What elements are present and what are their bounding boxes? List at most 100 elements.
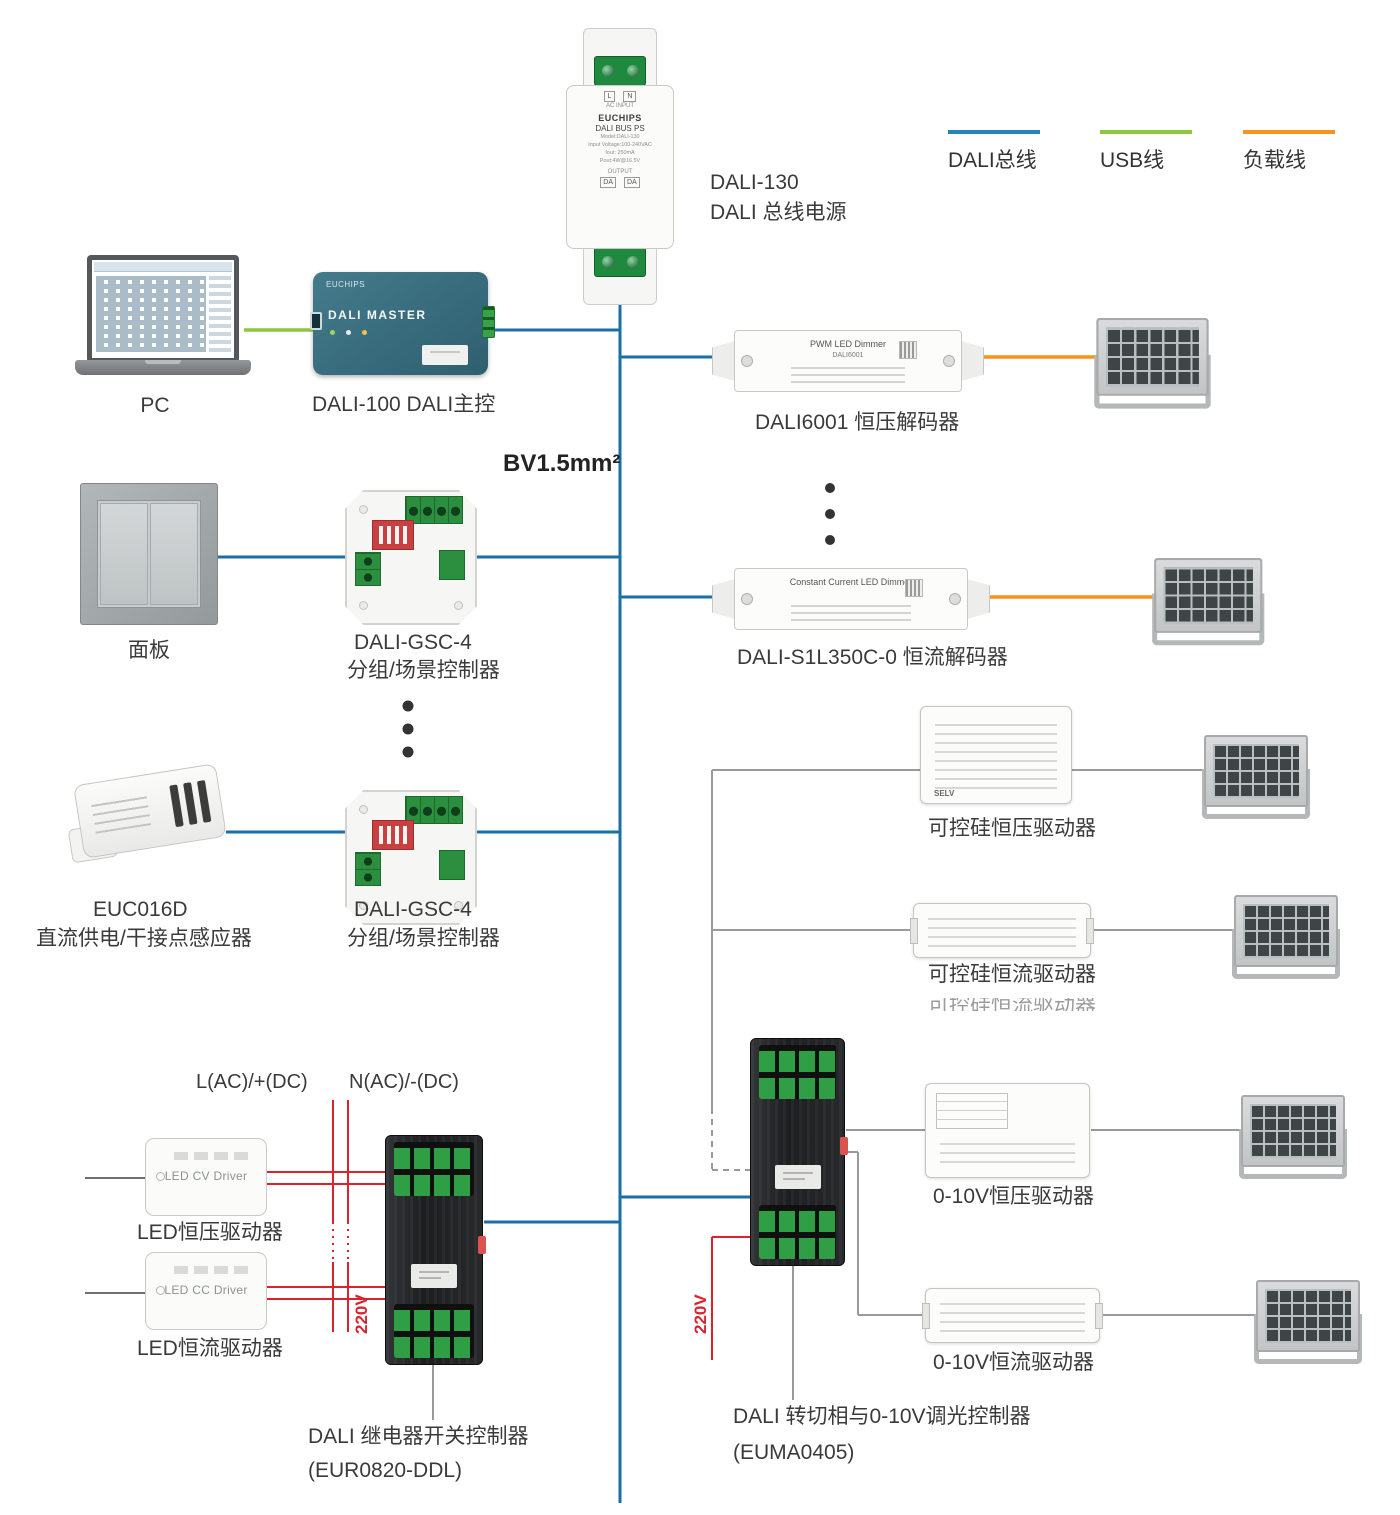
legend-label-load: 负载线 — [1243, 149, 1306, 172]
led-cv-driver-device: LED CV Driver — [145, 1138, 267, 1216]
dali6001-decoder-device: PWM LED Dimmer DALI6001 — [712, 330, 984, 392]
power-220v-wires — [267, 1100, 750, 1360]
light-body — [1204, 735, 1308, 807]
device-name-text: DALI MASTER — [328, 308, 427, 322]
led-array — [1265, 1289, 1351, 1343]
status-leds — [330, 330, 367, 335]
terminal — [1095, 1302, 1103, 1329]
led-cc-driver-device: LED CC Driver — [145, 1252, 267, 1330]
floodlight-1 — [1092, 318, 1213, 413]
floodlight-5 — [1237, 1095, 1349, 1183]
v010-cc-driver-device — [922, 1288, 1103, 1343]
dali-bus-wires — [218, 300, 752, 1503]
legend-label-dali-bus: DALI总线 — [948, 149, 1037, 172]
pc-screen-grid — [96, 276, 206, 352]
pc-base-notch — [145, 360, 181, 364]
device-title-text: PWM LED Dimmer — [810, 339, 886, 349]
euc016d-desc-label: 直流供电/干接点感应器 — [36, 927, 252, 950]
gsc4-lower-desc-label: 分组/场景控制器 — [347, 927, 500, 950]
load-line-swatch — [1243, 130, 1335, 134]
spec-text: Iout: 250mA — [605, 150, 635, 156]
din-terminal-bottom — [583, 241, 657, 305]
decoder-body: Constant Current LED Dimmer — [734, 568, 968, 630]
gsc4-upper-desc-label: 分组/场景控制器 — [347, 659, 500, 682]
led-array — [1163, 567, 1253, 624]
screw — [741, 355, 753, 367]
spec-text: Pout:4W@16.5V — [599, 158, 641, 164]
wall-panel-device — [80, 483, 218, 625]
v010-cv-label: 0-10V恒压驱动器 — [933, 1185, 1095, 1208]
mounting-hole — [359, 505, 368, 514]
wire-spec-label: BV1.5mm² — [503, 450, 621, 477]
selv-mark: SELV — [931, 789, 958, 798]
led-array — [1213, 744, 1299, 798]
decoder-body: PWM LED Dimmer DALI6001 — [734, 330, 962, 392]
screw — [741, 593, 753, 605]
green-terminal-row — [394, 1142, 474, 1196]
usb-port — [310, 312, 322, 330]
light-body — [1256, 1280, 1360, 1352]
din-terminal-top — [583, 28, 657, 92]
euc016d-device — [67, 760, 233, 888]
mounting-hole — [359, 805, 368, 814]
green-terminal-row — [394, 1304, 474, 1358]
led-cc-label: LED恒流驱动器 — [137, 1337, 283, 1360]
floodlight-2 — [1150, 558, 1266, 650]
panel-rocker-right — [150, 503, 198, 605]
led-cv-label: LED恒压驱动器 — [137, 1221, 283, 1244]
triac-cc-driver-device — [910, 903, 1094, 958]
green-terminal-row — [759, 1205, 836, 1259]
panel-rocker-frame — [97, 500, 201, 608]
v220-left-label: 220V — [352, 1294, 371, 1334]
spec-text: Model:DALI-130 — [600, 134, 640, 140]
pc-label: PC — [140, 394, 170, 417]
clipped-artifact-text: 可控硅恒流驱动器 — [928, 998, 1096, 1011]
green-terminal-block — [405, 496, 463, 524]
floodlight-3 — [1200, 735, 1312, 823]
l-ac-label: L(AC)/+(DC) — [196, 1071, 308, 1093]
legend-item-usb: USB线 — [1100, 130, 1192, 174]
euma-controller-model-label: (EUMA0405) — [733, 1441, 855, 1464]
output-text: OUTPUT — [607, 169, 633, 175]
red-slider-tab — [840, 1137, 848, 1155]
pc-keyboard-base — [75, 360, 251, 375]
green-terminal-block — [594, 56, 646, 86]
device-name-text: LED CC Driver — [164, 1283, 248, 1297]
fine-print — [174, 1266, 250, 1274]
ac-input-text: AC INPUT — [605, 103, 634, 109]
dali-bus-line-swatch — [948, 130, 1040, 134]
floodlight-6 — [1252, 1280, 1364, 1368]
v010-cv-driver-device — [925, 1083, 1090, 1178]
fine-print — [940, 1136, 1075, 1163]
euma0405-controller-device — [750, 1038, 848, 1266]
pc-screen — [87, 255, 239, 363]
green-terminal-block — [439, 550, 465, 580]
dip-switch-block — [372, 520, 414, 550]
dali-terminal — [482, 306, 495, 338]
mounting-hole — [359, 901, 368, 910]
pc-screen-toolbar — [94, 262, 232, 272]
euc016d-label: EUC016D — [93, 898, 188, 921]
dali6001-label: DALI6001 恒压解码器 — [755, 411, 960, 434]
light-body — [1096, 318, 1209, 396]
gsc4-upper-label: DALI-GSC-4 — [354, 631, 472, 654]
screw — [949, 593, 961, 605]
fine-print — [174, 1152, 250, 1160]
s1l350c-label: DALI-S1L350C-0 恒流解码器 — [737, 646, 1008, 669]
dali-130-desc-label: DALI 总线电源 — [710, 201, 847, 224]
legend-item-dali-bus: DALI总线 — [948, 130, 1040, 174]
spec-text: Input Voltage:100-240VAC — [588, 142, 652, 148]
pc-laptop — [75, 255, 251, 387]
sensor-body — [73, 763, 227, 859]
device-name-text: LED CV Driver — [164, 1169, 248, 1183]
wire-hole — [156, 1286, 165, 1295]
fine-print — [791, 603, 911, 621]
triac-cc-label: 可控硅恒流驱动器 — [928, 963, 1096, 986]
legend-label-usb: USB线 — [1100, 149, 1165, 172]
fine-print — [791, 365, 905, 383]
load-wires — [982, 355, 1154, 599]
led-array — [1250, 1104, 1336, 1158]
